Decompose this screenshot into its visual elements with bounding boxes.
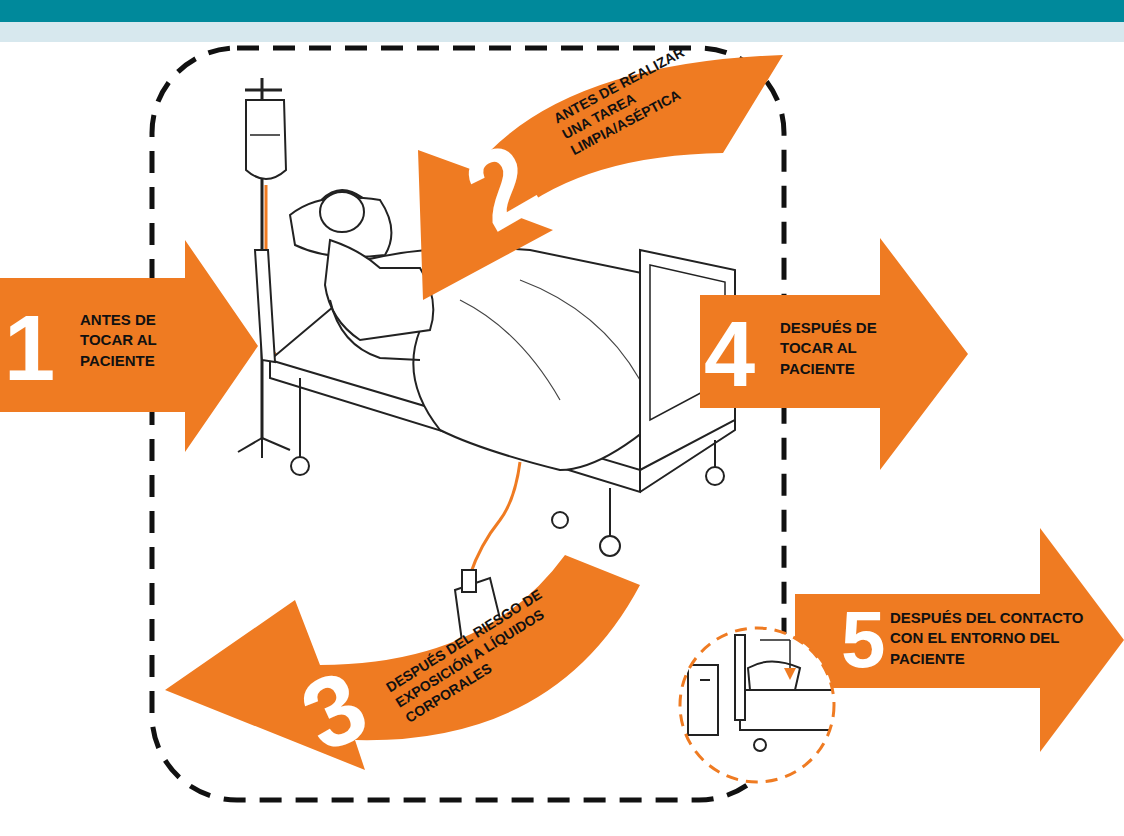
header-band [0, 22, 1124, 42]
moment-label: ANTES DE TOCAR AL PACIENTE [80, 310, 192, 371]
empty-wheel [754, 739, 766, 751]
moment-label: DESPUÉS DEL CONTACTO CON EL ENTORNO DEL … [890, 608, 1100, 669]
moment-arrow: 2ANTES DE REALIZAR UNA TAREA LIMPIA/ASÉP… [378, 55, 790, 315]
moment-label: DESPUÉS DE TOCAR AL PACIENTE [780, 318, 900, 379]
blanket-folds [460, 280, 640, 400]
bed-leg [714, 440, 716, 470]
iv-hook [245, 89, 282, 92]
bed-wheel [552, 512, 568, 528]
arrow-fill [165, 555, 640, 770]
bed-wheel [291, 457, 309, 475]
moment-number: 1 [4, 302, 84, 394]
empty-bed [740, 690, 860, 730]
patient-head [320, 192, 364, 232]
moment-arrow: 1ANTES DE TOCAR AL PACIENTE [0, 240, 258, 452]
empty-pillow [748, 662, 800, 691]
bed-leg [299, 378, 301, 460]
bed-wheel [706, 467, 724, 485]
bed-leg [609, 488, 611, 540]
patient-hair [322, 190, 362, 200]
bed-wheel [600, 536, 620, 556]
empty-headboard [735, 635, 745, 720]
moment-arrow: 5DESPUÉS DEL CONTACTO CON EL ENTORNO DEL… [795, 528, 1124, 752]
iv-level [250, 134, 280, 136]
iv-bag [246, 100, 286, 179]
lamp-arm [760, 639, 790, 641]
table-handle [700, 679, 710, 681]
moment-number: 4 [704, 308, 784, 400]
header-bar [0, 0, 1124, 22]
patient-body [325, 240, 433, 340]
drain-tube [470, 462, 520, 575]
call-cord [789, 640, 791, 668]
bedside-table [688, 665, 718, 735]
call-button [784, 668, 796, 680]
arrow-fill [700, 238, 968, 470]
drain-valve [462, 570, 476, 592]
moment-arrow: 3DESPUÉS DEL RIESGO DE EXPOSICIÓN A LÍQU… [155, 555, 645, 770]
arrow-fill [0, 240, 258, 452]
patient-arm [330, 300, 420, 360]
headboard [255, 250, 275, 362]
patient-zone-border [152, 48, 784, 800]
arrow-shape [155, 555, 645, 770]
arrow-fill [795, 528, 1124, 752]
iv-base [238, 438, 290, 458]
moment-arrow: 4DESPUÉS DE TOCAR AL PACIENTE [700, 238, 968, 470]
